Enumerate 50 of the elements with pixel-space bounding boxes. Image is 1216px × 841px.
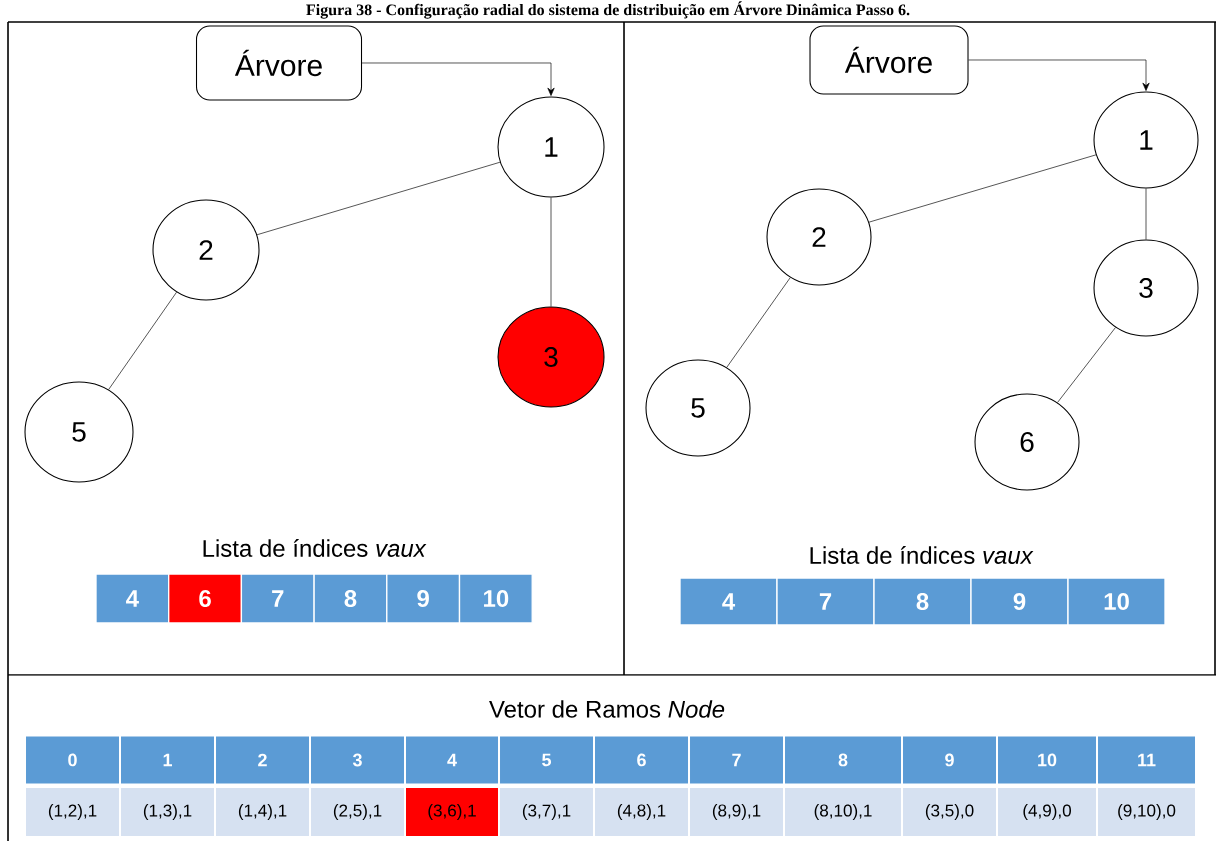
index-cell: 4 bbox=[95, 573, 170, 624]
root-box: Árvore bbox=[809, 25, 969, 95]
table-cell: (4,9),0 bbox=[996, 786, 1098, 838]
table-header-cell: 8 bbox=[783, 734, 903, 786]
table-header-cell: 0 bbox=[24, 734, 121, 786]
index-cell: 9 bbox=[386, 573, 461, 624]
table-header-cell: 10 bbox=[996, 734, 1098, 786]
connector-line bbox=[1057, 327, 1116, 403]
table-header-cell: 1 bbox=[119, 734, 216, 786]
table-cell: (4,8),1 bbox=[593, 786, 690, 838]
list-heading: Lista de índices vaux bbox=[810, 546, 1034, 564]
table-header-cell: 5 bbox=[498, 734, 595, 786]
index-cell: 4 bbox=[679, 577, 778, 626]
figure-title: Figura 38 - Configuração radial do sistema de distribuição em Árvore Dinâmica Passo 6. bbox=[306, 1, 910, 19]
arrow bbox=[361, 62, 555, 96]
table-cell: (2,5),1 bbox=[309, 786, 406, 838]
index-cell: 9 bbox=[970, 577, 1069, 626]
index-cell: 8 bbox=[313, 573, 388, 624]
table-cell: (3,5),0 bbox=[901, 786, 998, 838]
table-header-cell: 7 bbox=[688, 734, 785, 786]
table-header-cell: 4 bbox=[404, 734, 500, 786]
table-heading: Vetor de Ramos Node bbox=[489, 700, 725, 718]
index-cell: 6 bbox=[168, 573, 243, 624]
index-cell: 7 bbox=[240, 573, 315, 624]
table-cell: (1,4),1 bbox=[214, 786, 311, 838]
connector-line bbox=[868, 154, 1097, 223]
table-header-cell: 2 bbox=[214, 734, 311, 786]
connector-line bbox=[108, 291, 177, 390]
connector-line bbox=[1145, 188, 1147, 240]
index-cell: 10 bbox=[1067, 577, 1166, 626]
table-cell: (3,7),1 bbox=[498, 786, 595, 838]
index-cell: 8 bbox=[873, 577, 972, 626]
table-header-cell: 9 bbox=[901, 734, 998, 786]
index-cell: 10 bbox=[458, 573, 533, 624]
table-cell: (1,3),1 bbox=[119, 786, 216, 838]
table-header-cell: 11 bbox=[1096, 734, 1197, 786]
index-cell: 7 bbox=[776, 577, 875, 626]
table-cell: (8,10),1 bbox=[783, 786, 903, 838]
table-header-cell: 3 bbox=[309, 734, 406, 786]
list-heading: Lista de índices vaux bbox=[203, 539, 427, 557]
table-cell: (9,10),0 bbox=[1096, 786, 1197, 838]
root-box: Árvore bbox=[195, 25, 363, 101]
arrow bbox=[968, 59, 1150, 91]
table-header-cell: 6 bbox=[593, 734, 690, 786]
connector-line bbox=[256, 161, 501, 236]
connector-line bbox=[726, 277, 791, 368]
table-cell: (3,6),1 bbox=[404, 786, 500, 838]
table-cell: (1,2),1 bbox=[24, 786, 121, 838]
table-cell: (8,9),1 bbox=[688, 786, 785, 838]
connector-line bbox=[550, 197, 552, 307]
